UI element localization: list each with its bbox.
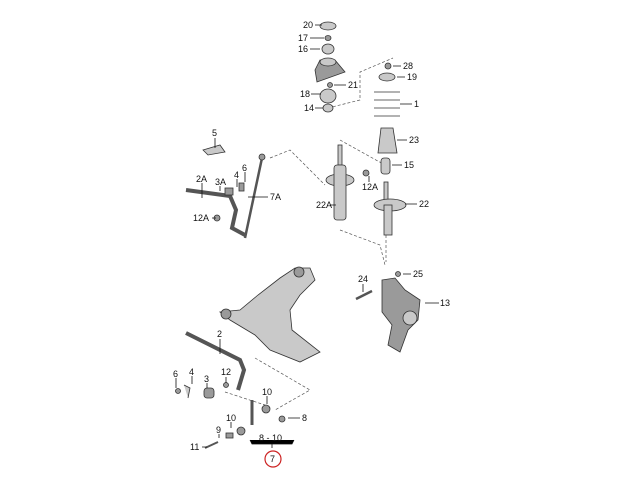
assembly-lines — [224, 57, 394, 411]
label-12A-right: 12A — [362, 182, 378, 192]
leader-lines — [175, 24, 439, 448]
label-24: 24 — [358, 274, 368, 284]
label-7: 7 — [270, 454, 275, 464]
label-2A: 2A — [196, 174, 207, 184]
label-6-upper: 6 — [242, 163, 247, 173]
label-25: 25 — [413, 269, 423, 279]
label-3: 3 — [204, 374, 209, 384]
label-22: 22 — [419, 199, 429, 209]
label-16: 16 — [298, 44, 308, 54]
label-6-lower: 6 — [173, 369, 178, 379]
label-14: 14 — [304, 103, 314, 113]
wheel-bearing-housing — [355, 271, 421, 353]
strut-mount-parts — [314, 21, 400, 175]
stabilizer-upper-parts — [185, 144, 266, 239]
label-12A-left: 12A — [193, 213, 209, 223]
part-labels: 20 17 16 28 19 21 18 14 1 23 15 5 6 4 3A… — [173, 20, 450, 468]
label-5: 5 — [212, 128, 217, 138]
stabilizer-lower-parts — [175, 331, 286, 449]
label-22A: 22A — [316, 200, 332, 210]
label-17: 17 — [298, 33, 308, 43]
label-7A: 7A — [270, 192, 281, 202]
label-8: 8 — [302, 413, 307, 423]
label-9: 9 — [216, 425, 221, 435]
label-4-upper: 4 — [234, 170, 239, 180]
label-4-lower: 4 — [189, 367, 194, 377]
label-13: 13 — [440, 298, 450, 308]
label-18: 18 — [300, 89, 310, 99]
label-23: 23 — [409, 135, 419, 145]
label-2: 2 — [217, 329, 222, 339]
highlight-circle — [264, 450, 282, 468]
label-15: 15 — [404, 160, 414, 170]
label-3A: 3A — [215, 177, 226, 187]
label-12: 12 — [221, 367, 231, 377]
label-28: 28 — [403, 61, 413, 71]
label-1: 1 — [414, 99, 419, 109]
label-8-10-range: 8 - 10 — [259, 433, 282, 443]
label-21: 21 — [348, 80, 358, 90]
label-10-upper: 10 — [262, 387, 272, 397]
strut-assemblies — [325, 144, 407, 236]
control-arm — [218, 266, 321, 363]
label-20: 20 — [303, 20, 313, 30]
label-11: 11 — [190, 442, 199, 452]
label-19: 19 — [407, 72, 417, 82]
label-10-lower: 10 — [226, 413, 236, 423]
